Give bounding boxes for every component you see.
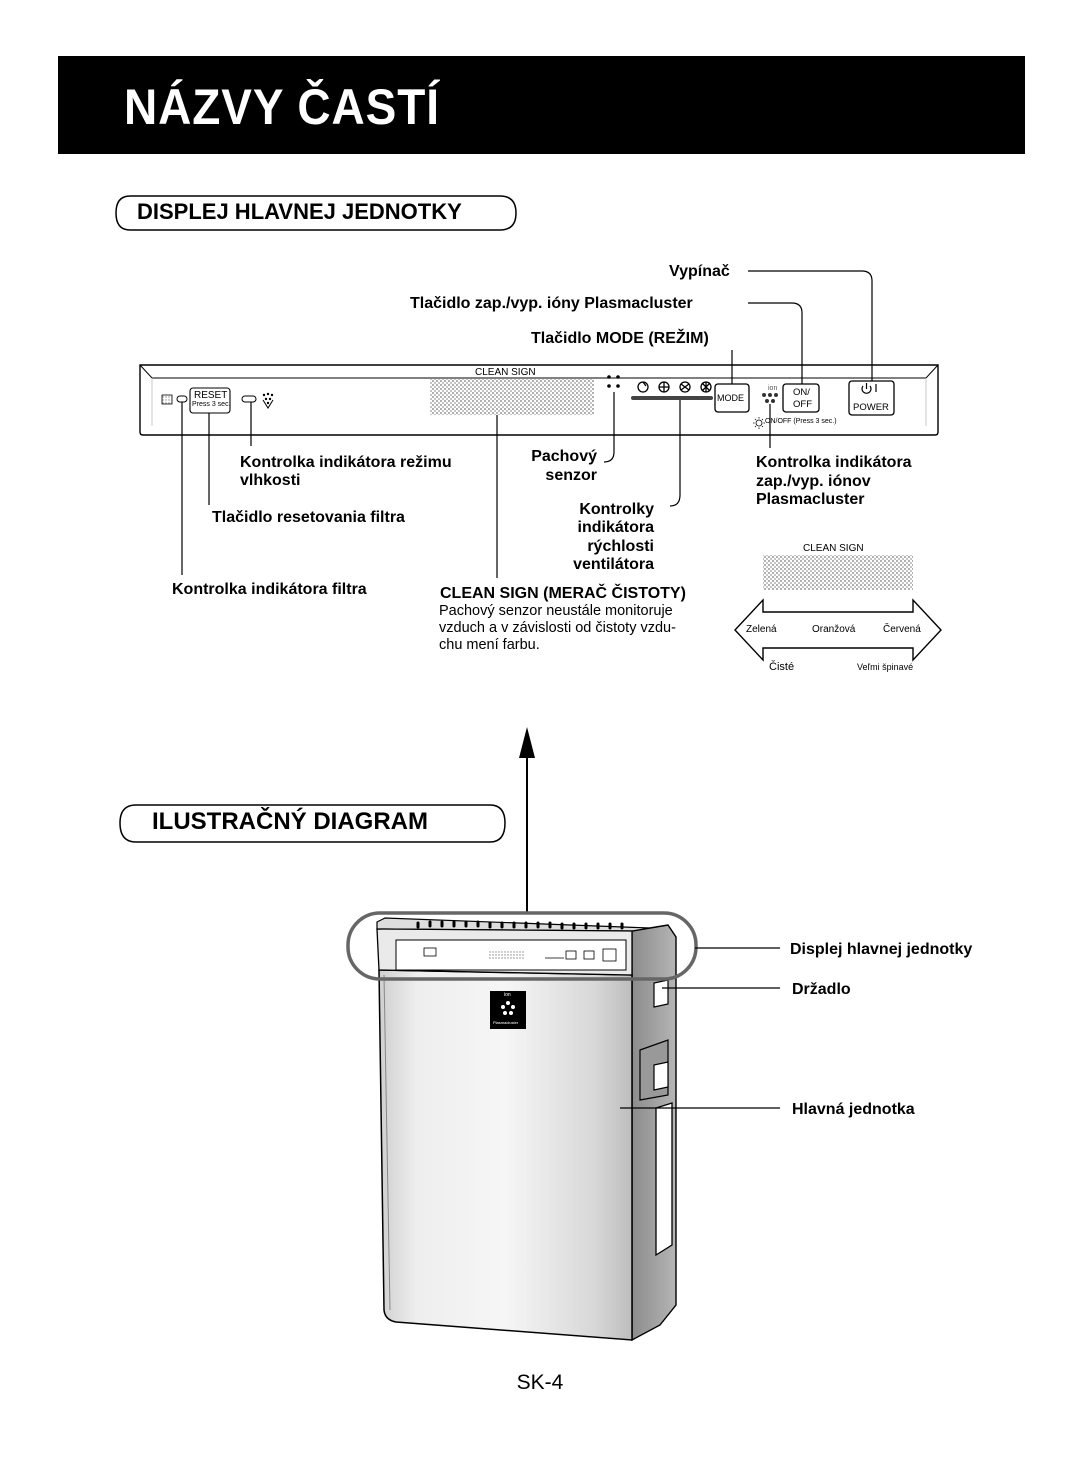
humidity-led	[241, 395, 257, 403]
onoff-button-shape	[782, 383, 820, 413]
scale-dotted-area	[763, 555, 913, 590]
section2-pill	[119, 804, 506, 843]
onoff-press-label: ON/OFF (Press 3 sec.)	[765, 418, 837, 425]
fan-indicator-bar	[631, 396, 713, 400]
filter-icon	[161, 394, 173, 405]
page-number: SK-4	[516, 1371, 564, 1394]
scale-green: Zelená	[746, 624, 777, 635]
clean-sign-area	[430, 379, 594, 415]
section-heading-display: DISPLEJ HLAVNEJ JEDNOTKY	[137, 199, 462, 224]
scale-orange: Oranžová	[812, 624, 856, 635]
air-purifier-illustration	[346, 911, 698, 1342]
panel-clean-sign-label: CLEAN SIGN	[475, 367, 536, 378]
page-title: NÁZVY ČASTÍ	[124, 79, 440, 135]
label-humidity-mode-1: Kontrolka indikátora režimu	[240, 454, 452, 471]
power-icon	[861, 383, 877, 394]
onoff-button-off[interactable]: OFF	[793, 399, 812, 410]
label-humidity-mode-2: vlhkosti	[240, 472, 301, 489]
label-plasmacluster-indicator-1: Kontrolka indikátora	[756, 454, 912, 471]
scale-red: Červená	[883, 624, 921, 635]
plasmacluster-icon	[762, 393, 778, 403]
label-main-display: Displej hlavnej jednotky	[790, 941, 973, 958]
label-filter-reset: Tlačidlo resetovania filtra	[212, 509, 405, 526]
label-mode-button: Tlačidlo MODE (REŽIM)	[531, 330, 709, 347]
section1-pill	[115, 195, 517, 231]
odor-sensor-dots	[607, 375, 620, 388]
clean-sign-desc-1: Pachový senzor neustále monitoruje	[439, 603, 673, 619]
label-filter-indicator: Kontrolka indikátora filtra	[172, 581, 367, 598]
reset-press-label: Press 3 sec.	[192, 401, 231, 408]
leader-lines	[181, 270, 873, 578]
fan-mode-icons	[637, 381, 712, 393]
power-button[interactable]: POWER	[853, 402, 889, 413]
label-power-switch: Vypínač	[669, 263, 730, 280]
display-highlight-oval	[346, 911, 698, 981]
reset-button-shape	[189, 387, 231, 414]
label-plasmacluster-indicator-3: Plasmacluster	[756, 491, 865, 508]
reset-button[interactable]: RESET	[194, 390, 228, 401]
label-clean-sign-title: CLEAN SIGN (MERAČ ČISTOTY)	[440, 585, 686, 602]
title-bar: NÁZVY ČASTÍ	[58, 56, 1025, 154]
label-plasmacluster-indicator-2: zap./vyp. iónov	[756, 473, 871, 490]
ion-tag: ion	[768, 385, 778, 392]
label-plasmacluster-button: Tlačidlo zap./vyp. ióny Plasmacluster	[410, 295, 693, 312]
filter-led	[176, 395, 188, 403]
section-heading-diagram: ILUSTRAČNÝ DIAGRAM	[152, 808, 428, 835]
logo-ion: ion	[504, 992, 511, 998]
label-odor-2: senzor	[545, 467, 597, 484]
logo-text: Plasmacluster	[493, 1020, 519, 1025]
scale-title: CLEAN SIGN	[803, 543, 864, 554]
label-fan-1: Kontrolky	[579, 501, 654, 518]
label-handle: Držadlo	[792, 981, 851, 998]
mode-button[interactable]: MODE	[717, 393, 744, 403]
humidity-icon	[262, 392, 274, 409]
scale-arrow	[734, 598, 942, 662]
clean-sign-desc-3: chu mení farbu.	[439, 637, 540, 653]
label-fan-2: indikátora	[577, 519, 654, 536]
light-icon	[753, 417, 765, 429]
clean-sign-desc-2: vzduch a v závislosti od čistoty vzdu-	[439, 620, 676, 636]
label-fan-4: ventilátora	[573, 556, 654, 573]
label-main-unit: Hlavná jednotka	[792, 1101, 915, 1118]
up-arrow	[519, 727, 535, 758]
scale-dirty: Veľmi špinavé	[857, 662, 914, 672]
label-fan-3: rýchlosti	[587, 538, 654, 555]
onoff-button-on[interactable]: ON/	[793, 387, 810, 398]
scale-clean: Čisté	[769, 661, 795, 673]
label-odor-1: Pachový	[531, 448, 597, 465]
